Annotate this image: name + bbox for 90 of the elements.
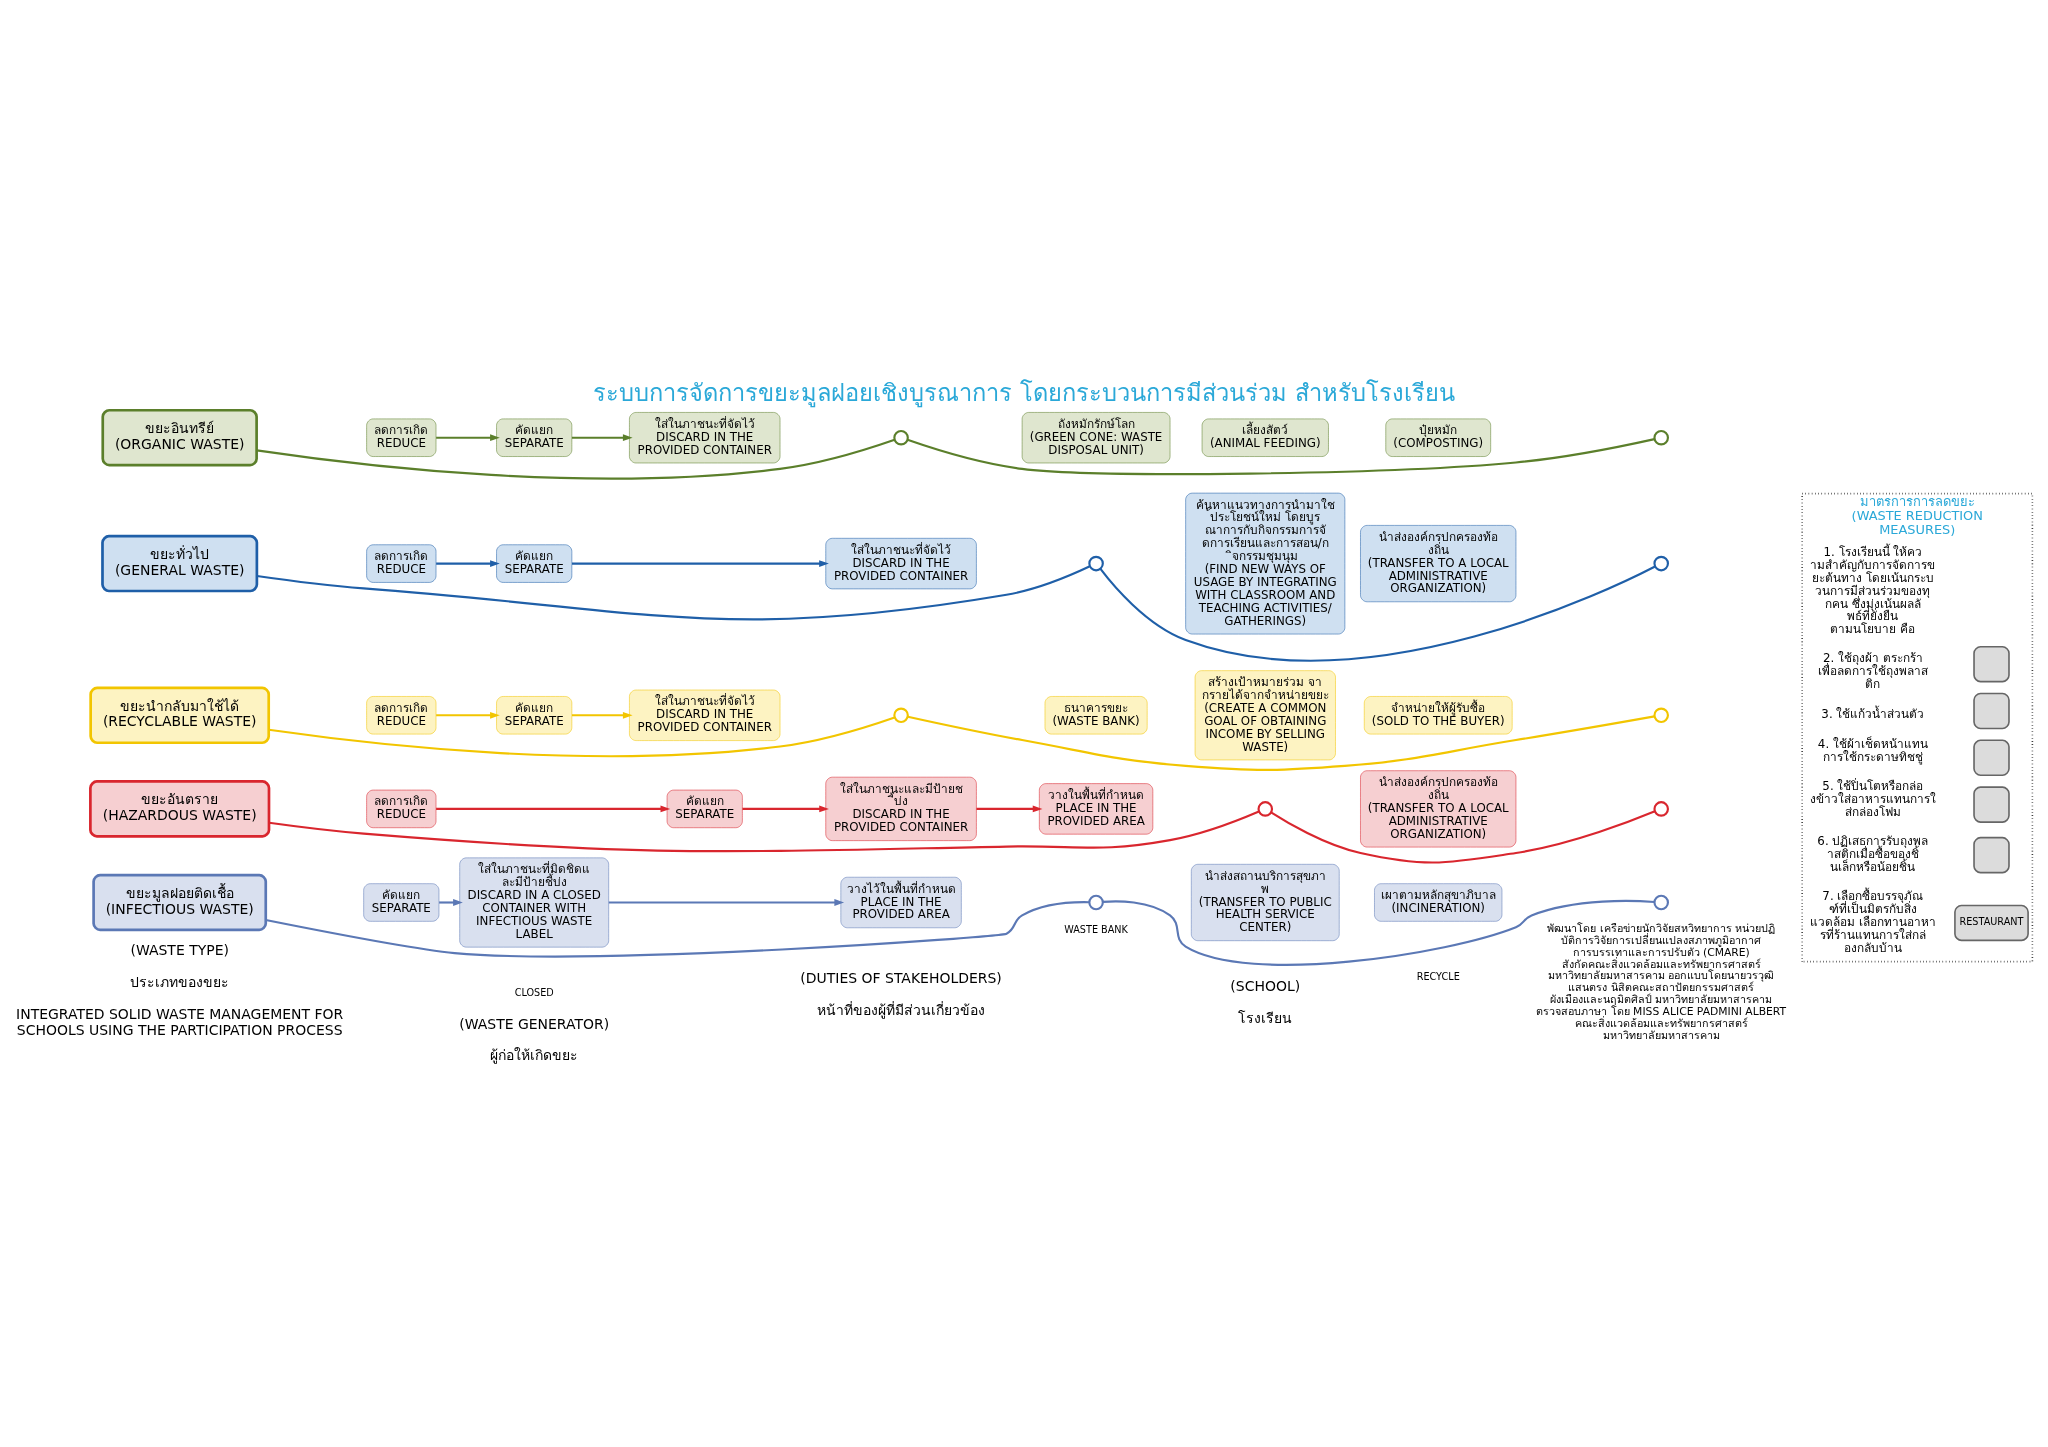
node-box: วางไว้ในพื้นที่กำหนด PLACE IN THE PROVIDED AREA <box>840 876 962 929</box>
label: (DUTIES OF STAKEHOLDERS) <box>800 969 1002 986</box>
connector <box>265 901 1090 958</box>
arrow <box>976 805 1043 813</box>
node-box: นำส่งองค์กรปกครองท้องถิ่น (TRANSFER TO A LOCAL ADMINISTRATIVE ORGANIZATION) <box>1360 525 1517 603</box>
label: พัฒนาโดย เครือข่ายนักวิจัยสหวิทยาการ หน่วยปฏิบัติการวิจัยการเปลี่ยนแปลงสภาพภูมิอากาศ การบรรเทาและการปรับตัว (CMARE) สังกัดคณะสิ่งแวดล้อมและทรัพยากรศาสตร์ มหาวิทยาลัยมหาสารคาม ออกแบบโดยนายวรวุฒิ แสนตรง นิสิตคณะสถาปัตยกรรมศาสตร์ ผังเมืองและนฤมิตศิลป์ มหาวิทยาลัยมหาสารคาม ตรวจสอบภาษา โดย MISS ALICE PADMINI ALBERT คณะสิ่งแวดล้อมและทรัพยากรศาสตร์ มหาวิทยาลัยมหาสารคาม <box>1536 922 1787 1042</box>
label: (SCHOOL) <box>1230 977 1301 994</box>
node-circle <box>1653 429 1669 446</box>
node-box: เผาตามหลักสุขาภิบาล (INCINERATION) <box>1374 883 1503 922</box>
node-box: วางในพื้นที่กำหนด PLACE IN THE PROVIDED AREA <box>1039 783 1154 835</box>
node-box: ลดการเกิด REDUCE <box>366 418 437 457</box>
node-box: ลดการเกิด REDUCE <box>366 789 437 828</box>
label: หน้าที่ของผู้ที่มีส่วนเกี่ยวข้อง <box>817 1001 986 1018</box>
connector <box>907 438 1655 476</box>
label: CLOSED <box>514 986 554 998</box>
node-box: ถังหมักรักษ์โลก (GREEN CONE: WASTE DISPOSAL UNIT) <box>1021 412 1171 464</box>
node-box: คัดแยก SEPARATE <box>496 418 573 457</box>
node-circle <box>1653 894 1669 911</box>
node-box <box>1973 645 2010 683</box>
node-text: 5. ใช้ปิ่นโตหรือกล่องข้าวใส่อาหารแทนการใส่กล่องโฟม <box>1809 779 1936 820</box>
arrow <box>439 899 463 906</box>
connector <box>1270 810 1656 864</box>
node-box: คัดแยก SEPARATE <box>496 696 573 735</box>
node-box: จำหน่ายให้ผู้รับซื้อ (SOLD TO THE BUYER) <box>1364 696 1513 735</box>
connector <box>907 715 1655 771</box>
node-box: คัดแยก SEPARATE <box>666 789 743 828</box>
node-box: ลดการเกิด REDUCE <box>366 544 437 583</box>
diagram-title: ระบบการจัดการขยะมูลฝอยเชิงบูรณาการ โดยกระบวนการมีส่วนร่วม สำหรับโรงเรียน <box>593 379 1455 408</box>
node-box: คัดแยก SEPARATE <box>496 544 573 583</box>
label: โรงเรียน <box>1238 1009 1293 1026</box>
node-box: ธนาคารขยะ (WASTE BANK) <box>1044 696 1148 735</box>
node-box: นำส่งองค์กรปกครองท้องถิ่น (TRANSFER TO A LOCAL ADMINISTRATIVE ORGANIZATION) <box>1360 770 1517 848</box>
arrow <box>436 711 500 719</box>
node-box: ขยะนำกลับมาใช้ได้ (RECYCLABLE WASTE) <box>89 686 271 745</box>
arrow <box>742 805 829 813</box>
node-circle <box>1088 894 1104 911</box>
node-circle <box>1257 801 1274 817</box>
label: ประเภทของขยะ <box>130 974 230 991</box>
node-box: ขยะทั่วไป (GENERAL WASTE) <box>101 534 259 593</box>
node-box: ปุ๋ยหมัก (COMPOSTING) <box>1385 418 1491 457</box>
arrow <box>436 434 500 442</box>
arrow <box>436 805 671 813</box>
node-box: นำส่งสถานบริการสุขภาพ (TRANSFER TO PUBLIC HEALTH SERVICE CENTER) <box>1191 864 1340 941</box>
node-box: ใส่ในภาชนะและมีป้ายชี้บ่ง DISCARD IN THE PROVIDED CONTAINER <box>825 776 977 841</box>
node-box: สร้างเป้าหมายร่วม จากรายได้จากจำหน่ายขยะ (CREATE A COMMON GOAL OF OBTAINING INCOME BY SELLING WASTE) <box>1194 670 1336 761</box>
node-box: ใส่ในภาชนะที่จัดไว้ DISCARD IN THE PROVIDED CONTAINER <box>825 538 977 590</box>
label: (WASTE TYPE) <box>130 942 229 959</box>
label: ผู้ก่อให้เกิดขยะ <box>490 1047 579 1064</box>
node-circle <box>1653 707 1669 724</box>
label: (WASTE GENERATOR) <box>459 1015 610 1032</box>
node-text: 1. โรงเรียนนี้ ให้ความสำคัญกับการจัดการขยะต้นทาง โดยเน้นกระบวนการมีส่วนร่วมของทุกคน ซึ่งมุ่งเน้นผลลัพธ์ที่ยั่งยืน ตามนโยบาย คือ <box>1810 544 1936 637</box>
connector <box>1099 565 1656 662</box>
node-box <box>1973 739 2010 777</box>
label: RECYCLE <box>1416 970 1460 982</box>
node-box <box>1973 692 2010 730</box>
node-box: เลี้ยงสัตว์ (ANIMAL FEEDING) <box>1201 418 1329 457</box>
node-box: ลดการเกิด REDUCE <box>366 696 437 735</box>
connector <box>1102 899 1655 966</box>
arrow <box>572 560 829 567</box>
node-text: 4. ใช้ผ้าเช็ดหน้าแทนการใช้กระดาษทิชชู่ <box>1817 737 1928 765</box>
connector <box>256 438 895 480</box>
node-text: 2. ใช้ถุงผ้า ตระกร้าเพื่อลดการใช้ถุงพลาสติก <box>1817 651 1928 692</box>
node-box: ใส่ในภาชนะที่มิดชิดและมีป้ายชี้บ่ง DISCARD IN A CLOSED CONTAINER WITH INFECTIOUS WASTE LABEL <box>459 857 609 948</box>
node-circle <box>893 707 909 724</box>
node-box: ค้นหาแนวทางการนำมาใช้ประโยชน์ใหม่ โดยบูรณาการกับกิจกรรมการจัดการเรียนและการสอน/กิจกรรมชุมนุม (FIND NEW WAYS OF USAGE BY INTEGRATING WITH CLASSROOM AND TEACHING ACTIVITIES/GATHERINGS) <box>1185 492 1346 635</box>
node-circle <box>1653 555 1669 572</box>
connector <box>268 716 895 758</box>
node-box <box>1973 836 2010 874</box>
label: WASTE BANK <box>1064 924 1128 936</box>
node-box: ขยะอันตราย (HAZARDOUS WASTE) <box>89 780 271 838</box>
arrow <box>608 899 845 906</box>
node-box: RESTAURANT <box>1954 904 2029 942</box>
node-text: 7. เลือกซื้อบรรจุภัณฑ์ที่เป็นมิตรกับสิ่งแวดล้อม เลือกทานอาหารที่ร้านแทนการใส่กล่องกลับบ้าน <box>1810 889 1936 955</box>
arrow <box>571 434 633 442</box>
node-box: ใส่ในภาชนะที่จัดไว้ DISCARD IN THE PROVIDED CONTAINER <box>629 412 781 464</box>
node-text: 6. ปฏิเสธการรับถุงพลาสติกเมื่อซื้อของชิ้นเล็กหรือน้อยชิ้น <box>1817 834 1929 875</box>
node-circle <box>893 429 909 446</box>
node-box <box>1973 786 2010 823</box>
node-circle <box>1088 555 1104 572</box>
arrow <box>571 711 633 719</box>
label: INTEGRATED SOLID WASTE MANAGEMENT FOR SCHOOLS USING THE PARTICIPATION PROCESS <box>16 1006 344 1038</box>
node-box: ขยะมูลฝอยติดเชื้อ (INFECTIOUS WASTE) <box>92 873 268 932</box>
node-box: ขยะอินทรีย์ (ORGANIC WASTE) <box>101 408 258 467</box>
node-circle <box>1653 801 1669 817</box>
arrow <box>436 560 500 567</box>
connector <box>256 565 1091 621</box>
node-box: คัดแยก SEPARATE <box>363 883 440 922</box>
connector <box>268 810 1260 853</box>
node-text: 3. ใช้แก้วน้ำส่วนตัว <box>1821 707 1925 722</box>
node-box: ใส่ในภาชนะที่จัดไว้ DISCARD IN THE PROVIDED CONTAINER <box>629 689 781 741</box>
